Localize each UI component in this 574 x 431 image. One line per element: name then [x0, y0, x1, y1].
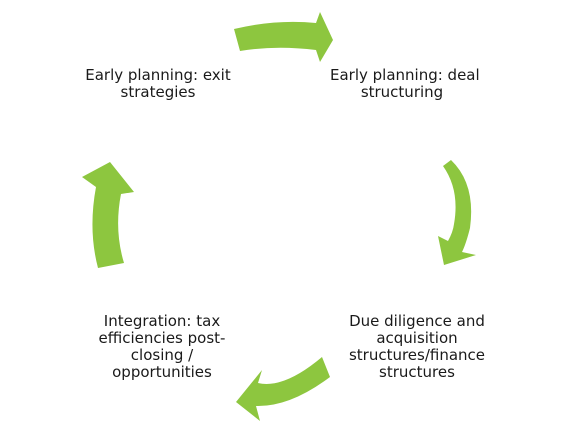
stage-label-line: acquisition — [376, 329, 458, 347]
stage-label-line: efficiencies post- — [98, 329, 226, 347]
stage-label-line: Early planning: deal — [330, 66, 480, 84]
stage-label-line: structuring — [360, 83, 444, 101]
stage-early-planning-exit: Early planning: exit strategies — [70, 67, 246, 101]
stage-label-line: structures — [379, 363, 455, 381]
stage-early-planning-deal: Early planning: deal structuring — [330, 66, 480, 101]
stage-due-diligence: Due diligence and acquisition structures… — [338, 313, 496, 381]
stage-label-line: structures/finance — [348, 346, 486, 364]
curved-arrow-down-icon — [438, 160, 476, 265]
stage-label-line: closing / — [130, 346, 194, 364]
stage-label-line: opportunities — [112, 363, 212, 381]
curved-arrow-left-icon — [236, 357, 330, 421]
stage-label-line: Early planning: exit — [85, 66, 231, 84]
curved-arrow-right-icon — [234, 12, 333, 62]
stage-label-line: Integration: tax — [103, 312, 221, 330]
stage-label-line: strategies — [120, 83, 196, 101]
stage-label-line: Due diligence and — [349, 312, 485, 330]
curved-arrow-up-icon — [82, 162, 134, 268]
stage-integration: Integration: tax efficiencies post- clos… — [86, 313, 238, 381]
